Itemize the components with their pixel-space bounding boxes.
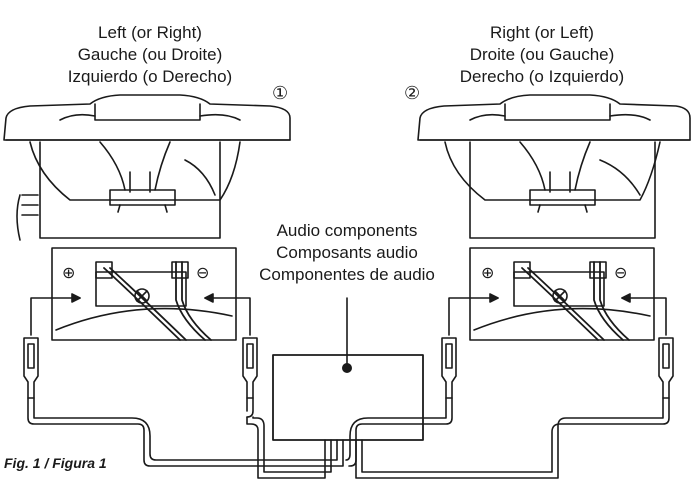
left-speaker-cable: [16, 194, 39, 241]
center-leader-dot: [342, 363, 352, 373]
speaker-marker-1: ①: [272, 83, 289, 103]
center-label-fr: Composants audio: [276, 243, 418, 262]
audio-components-label: Audio components Composants audio Compon…: [232, 220, 462, 286]
right-minus-terminal-symbol: ⊖: [614, 265, 628, 282]
left-label-fr: Gauche (ou Droite): [77, 45, 223, 64]
figure-caption: Fig. 1 / Figura 1: [4, 455, 107, 471]
left-minus-terminal-symbol: ⊖: [196, 265, 210, 282]
right-label-fr: Droite (ou Gauche): [469, 45, 615, 64]
left-speaker: [3, 94, 291, 241]
right-terminal-detail: [469, 247, 655, 341]
left-connectors: [23, 337, 258, 399]
right-label-en: Right (or Left): [490, 23, 594, 42]
right-speaker-basket: [444, 141, 661, 201]
center-label-es: Componentes de audio: [259, 265, 435, 284]
right-arrows: [448, 293, 667, 336]
audio-components-box: [272, 354, 424, 441]
right-terminal-wire: [521, 261, 630, 341]
left-label-es: Izquierdo (o Derecho): [67, 67, 233, 86]
left-terminal-wire: [103, 261, 212, 341]
left-label-en: Left (or Right): [98, 23, 202, 42]
right-connectors: [441, 337, 674, 399]
center-label-en: Audio components: [276, 221, 418, 240]
right-speaker: [417, 94, 691, 239]
right-label-es: Derecho (o Izquierdo): [459, 67, 625, 86]
wire-harness: [27, 397, 670, 479]
right-speaker-label: Right (or Left) Droite (ou Gauche) Derec…: [412, 22, 672, 88]
right-speaker-grille: [417, 94, 691, 141]
left-speaker-label: Left (or Right) Gauche (ou Droite) Izqui…: [20, 22, 280, 88]
left-arrows: [30, 293, 251, 336]
left-terminal-detail: [51, 247, 237, 341]
left-speaker-grille: [3, 94, 291, 141]
speaker-marker-2: ②: [404, 83, 421, 103]
right-plus-terminal-symbol: ⊕: [481, 265, 495, 282]
left-speaker-basket: [29, 141, 241, 201]
left-plus-terminal-symbol: ⊕: [62, 265, 76, 282]
